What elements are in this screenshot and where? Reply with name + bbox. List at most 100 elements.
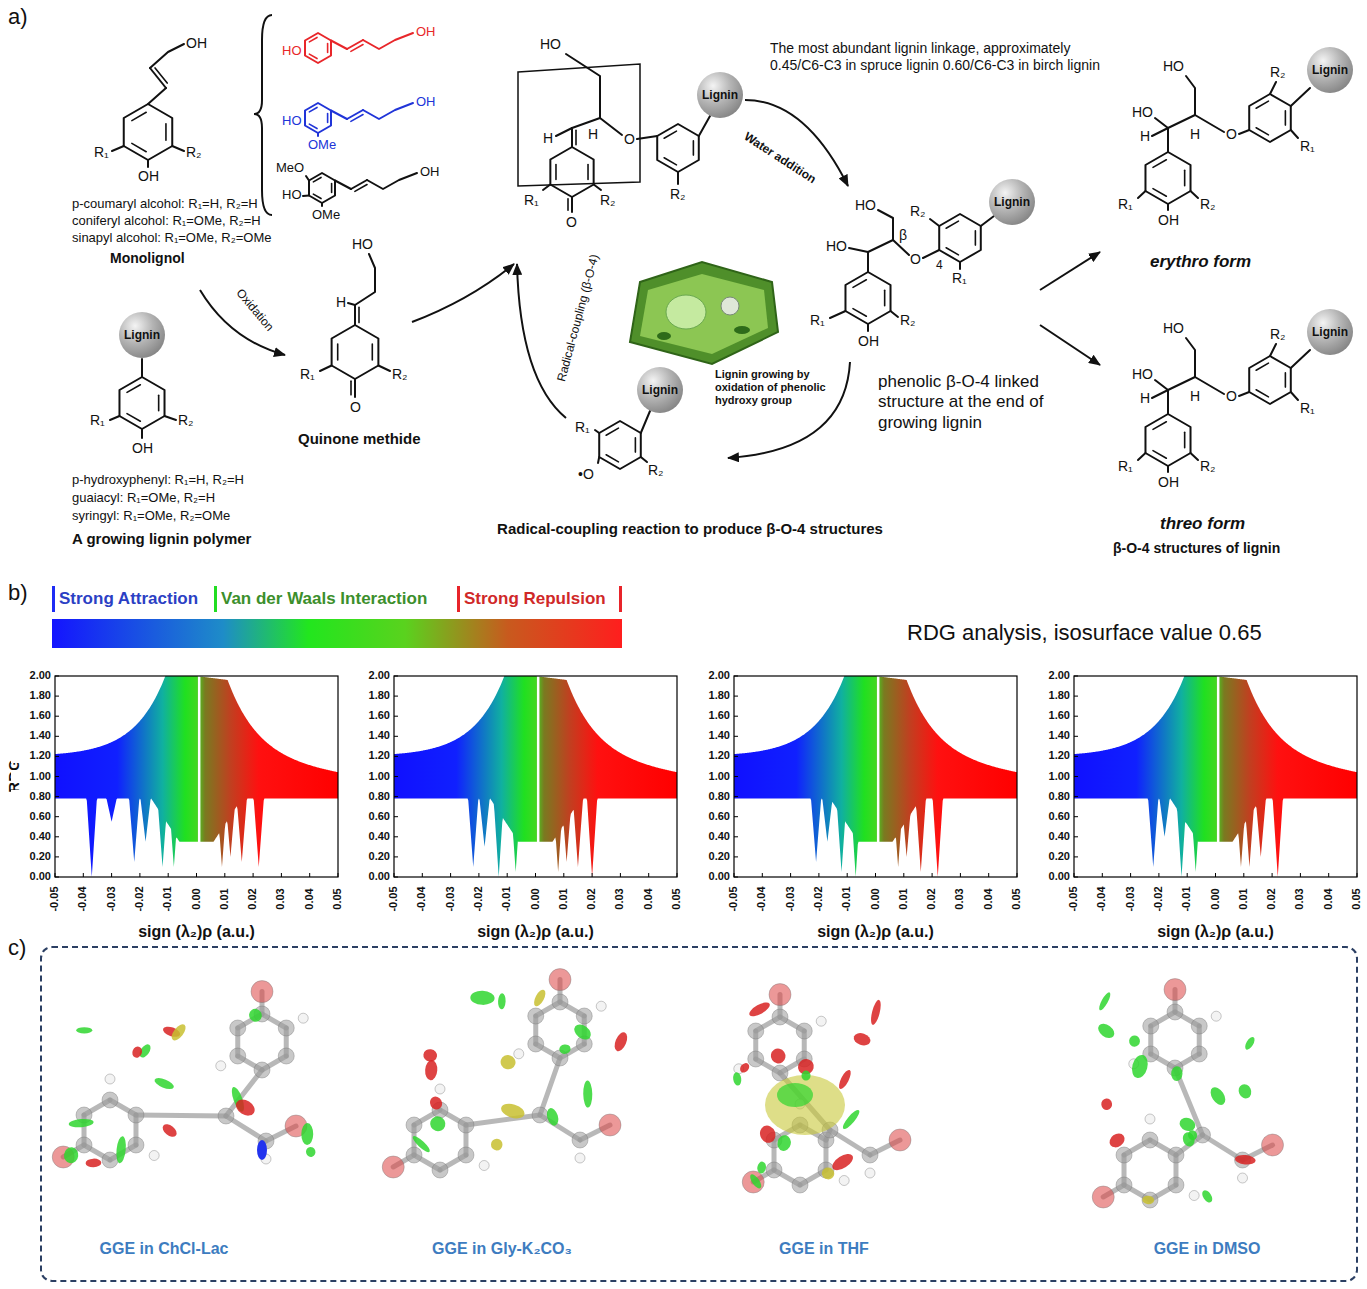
bond-line [372,344,374,360]
bond-line [1184,170,1186,185]
atom-ball [278,1020,294,1036]
text-label: HO [855,197,876,214]
nci-isosurface [411,1134,432,1154]
tick-label: 0.05 [331,888,344,909]
nci-isosurface [765,1075,845,1135]
tick-mark [224,873,225,877]
atom-ball [254,1062,270,1078]
tick-label: 1.20 [1030,749,1070,762]
tick-label: 1.00 [11,770,51,783]
bond-line [555,165,557,180]
tick-mark [394,796,398,797]
tick-label: 0.80 [11,790,51,803]
bond-line [594,185,601,191]
atom-ball [514,1049,524,1059]
atom-ball [479,1161,489,1171]
text-label: R₁ [575,419,590,436]
text-label: OMe [308,137,336,153]
tick-mark [394,736,398,737]
legend-swatch [457,586,460,612]
nci-isosurface [498,993,506,1009]
text-label: R₂ [186,144,202,161]
plant-cell [630,262,778,364]
bond-line [320,366,332,372]
tick-mark [1074,696,1078,697]
bond-line [354,305,356,325]
nci-isosurface [869,999,883,1026]
bond-line [641,457,647,462]
bond-line [1153,160,1166,168]
tick-label: 0.04 [642,888,655,909]
bond-line [1256,390,1268,397]
text-label: β-O-4 structures of lignin [1113,540,1280,557]
tick-label: 1.40 [1030,729,1070,742]
tick-label: 0.03 [614,888,627,909]
tick-label: 1.00 [1030,770,1070,783]
bond-line [351,180,367,189]
tick-label: 1.40 [11,729,51,742]
bond-line [1291,350,1310,368]
atom-ball [102,1152,118,1168]
reaction-arrow [412,264,514,322]
bond-line [378,366,390,372]
atom-ball [769,984,791,1006]
bond-line [1167,466,1169,472]
benzene-ring [599,421,641,469]
bond-chain [367,173,417,189]
bond-line [1155,118,1168,128]
bond-chain [363,103,413,119]
atom-ball [766,1162,782,1178]
text-label: O [566,214,577,231]
bond-line [867,252,869,272]
tick-label: 1.40 [690,729,730,742]
atom-ball [796,1023,812,1039]
text-label: HO [282,43,302,59]
organelle [721,297,739,315]
bond-line [351,115,363,122]
nci-isosurface [532,988,548,1008]
tick-mark [422,873,423,877]
tick-mark [734,856,738,857]
text-label: R₁ [1300,400,1315,417]
atom-ball [1189,1191,1199,1201]
bond-stick [540,1058,560,1115]
tick-mark [734,736,738,737]
nci-isosurface [63,1146,79,1164]
legend-text: Strong Attraction [59,589,198,609]
bond-chain [150,44,184,68]
text-label: HO [826,238,847,255]
tick-label: 0.40 [690,830,730,843]
atom-ball [406,1117,422,1133]
text-label: OH [858,333,879,350]
text-label: HO [1163,320,1184,337]
axis-label: sign (λ₂)ρ (a.u.) [1096,922,1336,941]
legend-text: Van der Waals Interaction [221,589,427,609]
bond-line [693,141,695,155]
atom-ball [230,1020,246,1036]
tick-mark [338,873,339,877]
text-label: R₂ [1200,196,1216,213]
benzene-ring [309,173,335,203]
tick-label: -0.02 [812,886,825,911]
tick-label: 1.00 [350,770,390,783]
nci-isosurface [1107,1131,1127,1151]
bond-chain [331,41,347,50]
bond-line [141,359,143,377]
tick-label: 0.80 [1030,790,1070,803]
tick-mark [762,873,763,877]
tick-mark [55,816,59,817]
tick-label: -0.02 [133,886,146,911]
tick-mark [507,873,508,877]
atom-ball [1168,1147,1184,1163]
text-label: HO [352,236,373,253]
tick-label: -0.03 [105,886,118,911]
bond-line [321,203,323,206]
nci-isosurface [169,1022,188,1043]
text-label: R₂ [910,203,926,220]
lignin-sphere: Lignin [119,312,165,358]
tick-mark [734,873,735,877]
atom-ball [1167,1004,1183,1020]
bond-line [595,430,599,433]
reaction-arrow [517,264,566,418]
bond-chain [335,181,351,190]
